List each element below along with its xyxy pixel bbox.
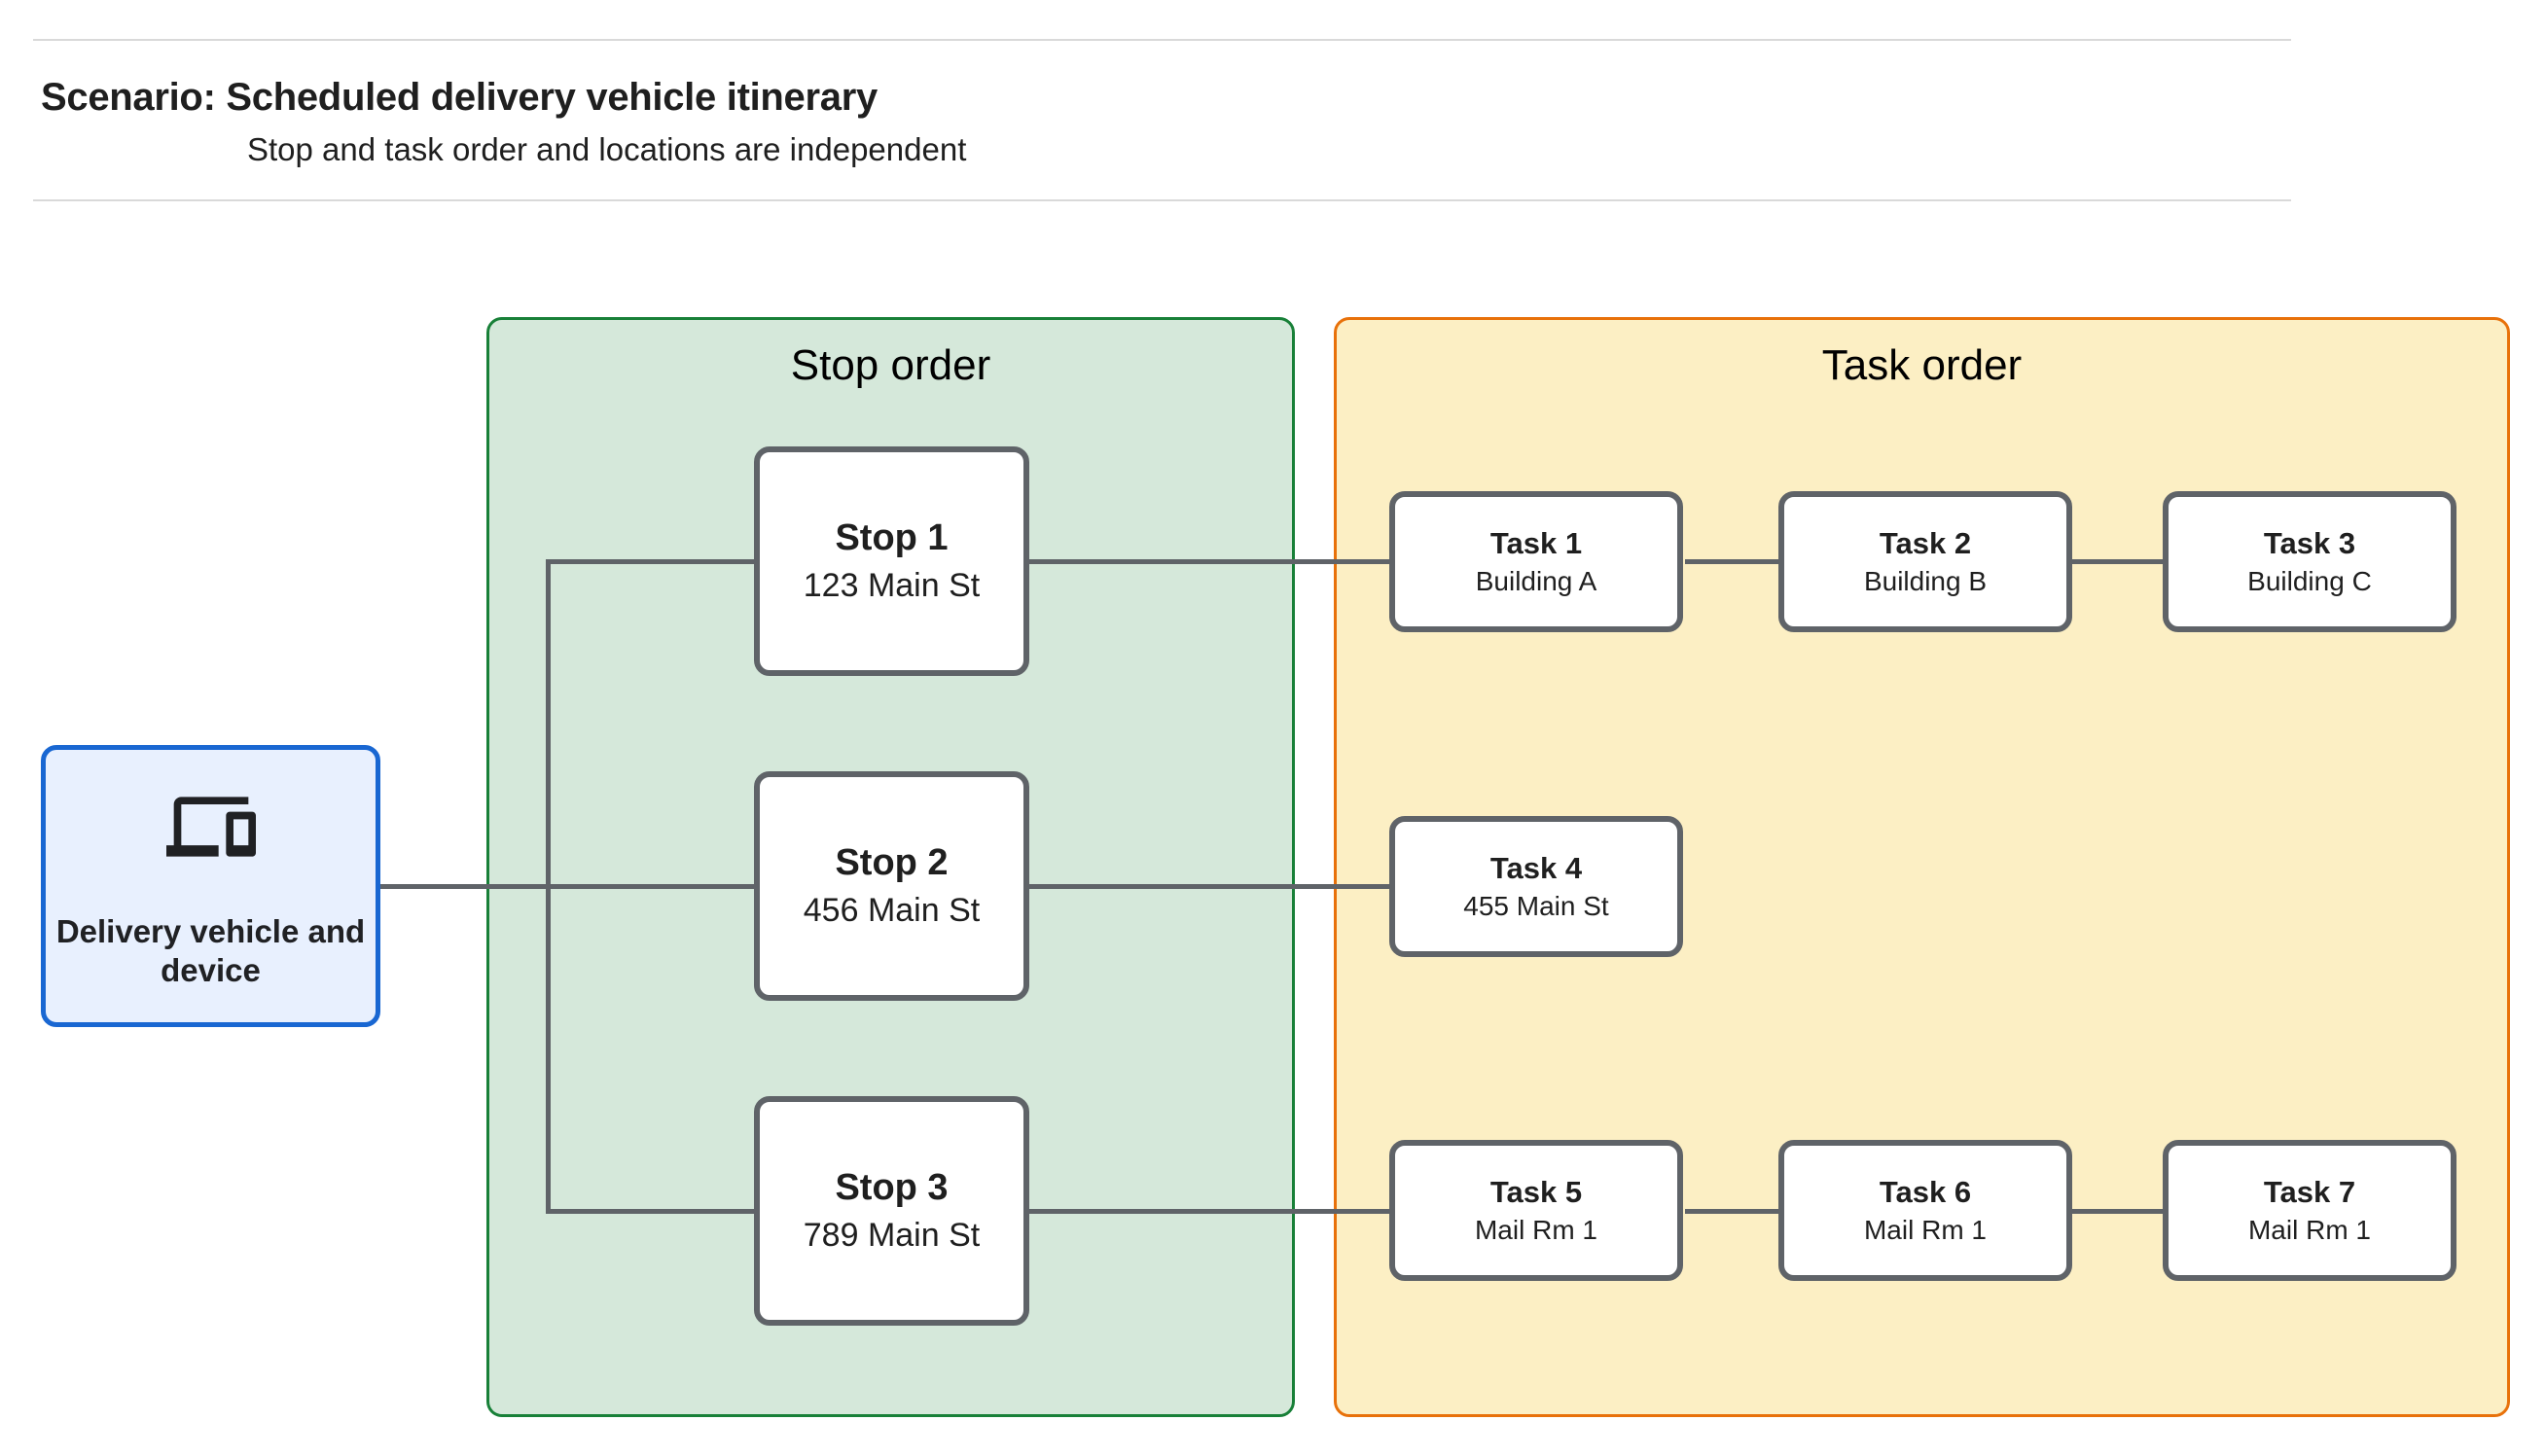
vehicle-label: Delivery vehicle and device	[55, 912, 366, 988]
task-node-4: Task 4 455 Main St	[1389, 816, 1683, 957]
top-divider	[33, 39, 2291, 41]
bottom-divider	[33, 199, 2291, 201]
task-order-panel-title: Task order	[1821, 341, 2023, 389]
connector-trunk-vertical	[546, 559, 551, 1213]
task-7-location: Mail Rm 1	[2247, 1215, 2371, 1245]
task-node-1: Task 1 Building A	[1389, 491, 1683, 632]
connector-stop2-to-task4	[1029, 884, 1389, 889]
stop-1-address: 123 Main St	[803, 567, 981, 604]
connector-task1-to-task2	[1685, 559, 1778, 564]
task-4-location: 455 Main St	[1463, 891, 1609, 921]
devices-icon	[165, 782, 256, 871]
task-1-title: Task 1	[1489, 526, 1583, 560]
task-2-location: Building B	[1863, 566, 1988, 596]
delivery-vehicle-node: Delivery vehicle and device	[41, 745, 380, 1027]
connector-trunk-to-stop3	[546, 1209, 754, 1214]
connector-stop1-to-task1	[1029, 559, 1389, 564]
stop-2-address: 456 Main St	[803, 892, 981, 929]
connector-stop3-to-task5	[1029, 1209, 1389, 1214]
task-2-title: Task 2	[1879, 526, 1972, 560]
stop-1-title: Stop 1	[835, 517, 949, 558]
page-subtitle: Stop and task order and locations are in…	[247, 131, 967, 167]
task-6-location: Mail Rm 1	[1863, 1215, 1987, 1245]
stop-3-title: Stop 3	[835, 1167, 949, 1208]
task-3-location: Building C	[2247, 566, 2372, 596]
task-7-title: Task 7	[2263, 1175, 2356, 1209]
connector-task6-to-task7	[2070, 1209, 2163, 1214]
connector-task5-to-task6	[1685, 1209, 1778, 1214]
task-node-2: Task 2 Building B	[1778, 491, 2072, 632]
connector-vehicle-to-stop2	[380, 884, 754, 889]
task-1-location: Building A	[1475, 566, 1597, 596]
task-3-title: Task 3	[2263, 526, 2356, 560]
task-node-3: Task 3 Building C	[2163, 491, 2456, 632]
connector-trunk-to-stop1	[546, 559, 754, 564]
task-5-title: Task 5	[1489, 1175, 1583, 1209]
stop-node-2: Stop 2 456 Main St	[754, 771, 1029, 1001]
connector-task2-to-task3	[2070, 559, 2163, 564]
stop-2-title: Stop 2	[835, 842, 949, 883]
task-4-title: Task 4	[1489, 851, 1583, 885]
task-node-5: Task 5 Mail Rm 1	[1389, 1140, 1683, 1281]
task-node-7: Task 7 Mail Rm 1	[2163, 1140, 2456, 1281]
stop-node-1: Stop 1 123 Main St	[754, 446, 1029, 676]
task-6-title: Task 6	[1879, 1175, 1972, 1209]
stop-3-address: 789 Main St	[803, 1217, 981, 1254]
task-node-6: Task 6 Mail Rm 1	[1778, 1140, 2072, 1281]
page-title: Scenario: Scheduled delivery vehicle iti…	[41, 76, 878, 119]
stop-node-3: Stop 3 789 Main St	[754, 1096, 1029, 1326]
stop-order-panel-title: Stop order	[790, 341, 991, 389]
task-5-location: Mail Rm 1	[1474, 1215, 1597, 1245]
